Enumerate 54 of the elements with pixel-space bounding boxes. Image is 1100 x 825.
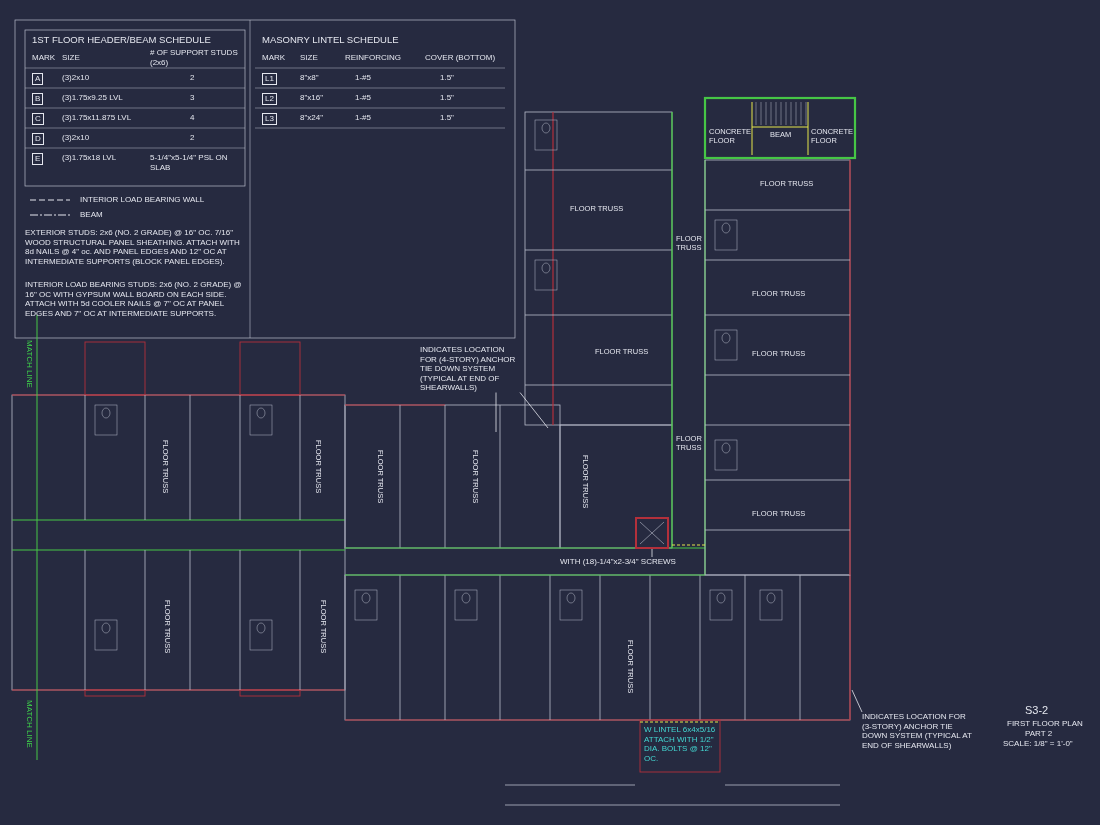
column-header: MARK xyxy=(262,53,286,63)
table-cell: B xyxy=(32,93,44,105)
table-cell: 8"x24" xyxy=(300,113,324,123)
table-cell: (3)1.75x11.875 LVL xyxy=(62,113,132,123)
table-cell: (3)2x10 xyxy=(62,73,90,83)
column-header: REINFORCING xyxy=(345,53,401,63)
table-cell: 2 xyxy=(190,73,195,83)
table-cell: 4 xyxy=(190,113,195,123)
table-cell: D xyxy=(32,133,44,145)
table-cell: 1-#5 xyxy=(355,113,371,123)
column-header: MARK xyxy=(32,53,56,63)
table-cell: 1.5" xyxy=(440,113,454,123)
table-cell-text: 5-1/4"x5-1/4" PSL ON SLAB xyxy=(150,153,229,172)
table-title: MASONRY LINTEL SCHEDULE xyxy=(262,35,399,45)
note-text: INDICATES LOCATION FOR (3-STORY) ANCHOR TIE DOWN SYSTEM (TYPICAL AT END OF SHEARWALLS) xyxy=(862,712,972,750)
table-cell: (3)2x10 xyxy=(62,133,90,143)
scale-note: SCALE: 1/8" = 1'-0" xyxy=(1003,739,1073,749)
table-cell: C xyxy=(32,113,44,125)
table-cell: (3)1.75x9.25 LVL xyxy=(62,93,123,103)
table-cell: L1 xyxy=(262,73,277,85)
note-text: WITH (18)-1/4"x2-3/4" SCREWS xyxy=(560,557,700,567)
table-cell: (3)1.75x18 LVL xyxy=(62,153,117,163)
sheet-title: FIRST FLOOR PLAN xyxy=(1007,719,1083,729)
leader-line xyxy=(495,392,497,433)
table-cell: 1-#5 xyxy=(355,73,371,83)
table-cell: A xyxy=(32,73,44,85)
leader-line xyxy=(519,392,549,429)
table-cell: E xyxy=(32,153,44,165)
column-header: # OF SUPPORT STUDS (2x6) xyxy=(150,48,239,67)
sheet-number: S3-2 xyxy=(1025,704,1049,716)
table-cell: L2 xyxy=(262,93,277,105)
note-text: INDICATES LOCATION FOR (4-STORY) ANCHOR TIE DOWN SYSTEM (TYPICAL AT END OF SHEARWALLS) xyxy=(420,345,520,393)
legend-text: INTERIOR LOAD BEARING WALL xyxy=(80,195,205,205)
match-line-label: MATCH LINE xyxy=(24,700,34,748)
match-line-label: MATCH LINE xyxy=(24,340,34,388)
sheet-title: PART 2 xyxy=(1025,729,1053,739)
table-cell: 8"x8" xyxy=(300,73,319,83)
table-cell: 2 xyxy=(190,133,195,143)
note-text: W LINTEL 6x4x5/16 ATTACH WITH 1/2" DIA. BOLTS @ 12" OC. xyxy=(644,725,717,763)
legend-text: BEAM xyxy=(80,210,103,220)
table-cell: 1.5" xyxy=(440,93,454,103)
table-cell: 8"x16" xyxy=(300,93,324,103)
column-header: SIZE xyxy=(62,53,80,63)
table-cell: L3 xyxy=(262,113,277,125)
leader-line xyxy=(651,548,653,558)
table-cell: 1.5" xyxy=(440,73,454,83)
table-cell: 3 xyxy=(190,93,195,103)
note-text: EXTERIOR STUDS: 2x6 (NO. 2 GRADE) @ 16" OC. 7/16" WOOD STRUCTURAL PANEL SHEATHING. ATTACH WITH 8d NAILS @ 4" oc. AND PANEL EDGES AND 12" OC AT INTERMEDIATE SUPPORTS (BLOCK PANEL EDGES). xyxy=(25,228,241,266)
note-text: INTERIOR LOAD BEARING STUDS: 2x6 (NO. 2 GRADE) @ 16" OC WITH GYPSUM WALL BOARD ON EACH SIDE. ATTACH WITH 5d COOLER NAILS @ 7" OC AT PANEL EDGES AND 7" OC AT INTERMEDIATE SUPPORTS. xyxy=(25,280,243,318)
column-header: COVER (BOTTOM) xyxy=(425,53,496,63)
table-title: 1ST FLOOR HEADER/BEAM SCHEDULE xyxy=(32,35,211,45)
column-header: SIZE xyxy=(300,53,318,63)
table-cell: 1-#5 xyxy=(355,93,371,103)
leader-line xyxy=(851,689,863,713)
